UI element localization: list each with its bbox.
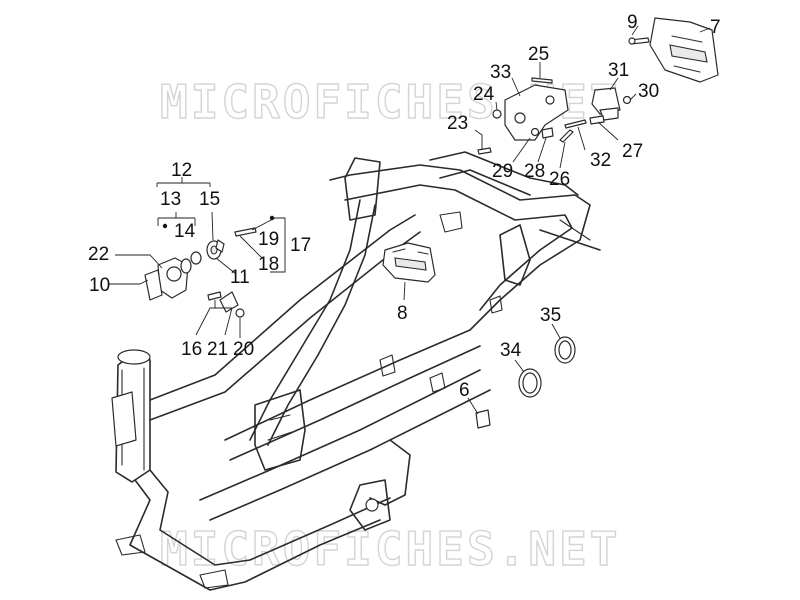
part-8-plate bbox=[382, 242, 436, 283]
label-part-17: 17 bbox=[290, 235, 311, 256]
part-33-bracket bbox=[504, 84, 569, 141]
label-part-10: 10 bbox=[89, 275, 110, 296]
label-part-31: 31 bbox=[608, 60, 629, 81]
label-part-22: 22 bbox=[88, 244, 109, 265]
part-34-clamp bbox=[518, 368, 542, 398]
label-part-28: 28 bbox=[524, 161, 545, 182]
label-part-15: 15 bbox=[199, 189, 220, 210]
part-10-clip bbox=[144, 269, 163, 301]
part-25-bolt bbox=[531, 77, 553, 84]
label-part-30: 30 bbox=[638, 81, 659, 102]
part-16-bolt bbox=[207, 291, 222, 301]
label-part-7: 7 bbox=[710, 17, 721, 38]
leader-lines bbox=[108, 25, 711, 415]
part-28-pin bbox=[541, 127, 554, 139]
label-part-13: 13 bbox=[160, 189, 181, 210]
label-part-29: 29 bbox=[492, 161, 513, 182]
part-32-pin bbox=[564, 119, 587, 129]
part-31-actuator bbox=[591, 87, 621, 121]
part-7-plate bbox=[649, 17, 719, 83]
part-21-bracket bbox=[219, 291, 239, 313]
label-part-8: 8 bbox=[397, 303, 408, 324]
label-part-32: 32 bbox=[590, 150, 611, 171]
label-part-18: 18 bbox=[258, 254, 279, 275]
label-part-11: 11 bbox=[230, 267, 250, 288]
watermark-bottom: MICROFICHES.NET bbox=[160, 522, 620, 576]
label-part-16: 16 bbox=[181, 339, 202, 360]
part-29-bushing bbox=[530, 127, 540, 137]
label-part-21: 21 bbox=[207, 339, 228, 360]
part-19-spring bbox=[234, 227, 257, 237]
label-part-6: 6 bbox=[459, 380, 470, 401]
label-part-24: 24 bbox=[473, 84, 495, 105]
label-part-14: 14 bbox=[174, 221, 196, 242]
label-part-34: 34 bbox=[500, 340, 522, 361]
part-6-clip bbox=[475, 409, 491, 429]
part-number-labels: 9 7 25 33 31 24 30 23 29 28 32 27 26 12 … bbox=[88, 12, 721, 401]
part-15-ring bbox=[215, 239, 225, 253]
part-13-cylinder bbox=[180, 258, 192, 274]
part-24-washer bbox=[492, 109, 502, 119]
frame-chassis bbox=[111, 151, 601, 591]
label-part-25: 25 bbox=[528, 44, 549, 65]
label-part-23: 23 bbox=[447, 113, 468, 134]
part-14-washer bbox=[190, 251, 202, 265]
part-9-screw bbox=[628, 37, 650, 45]
label-part-9: 9 bbox=[627, 12, 638, 33]
part-22-lock-cover bbox=[157, 257, 189, 299]
label-part-27: 27 bbox=[622, 141, 643, 162]
part-27-spring bbox=[589, 115, 605, 125]
label-part-35: 35 bbox=[540, 305, 561, 326]
label-part-12: 12 bbox=[171, 160, 192, 181]
part-35-clamp bbox=[554, 336, 576, 364]
part-30-nut bbox=[622, 95, 632, 105]
label-part-33: 33 bbox=[490, 62, 511, 83]
part-23-screw bbox=[477, 147, 492, 155]
label-part-26: 26 bbox=[549, 169, 570, 190]
part-26-bolt bbox=[559, 129, 574, 143]
label-part-19: 19 bbox=[258, 229, 279, 250]
label-part-20: 20 bbox=[233, 339, 254, 360]
part-20-nut bbox=[235, 308, 245, 318]
